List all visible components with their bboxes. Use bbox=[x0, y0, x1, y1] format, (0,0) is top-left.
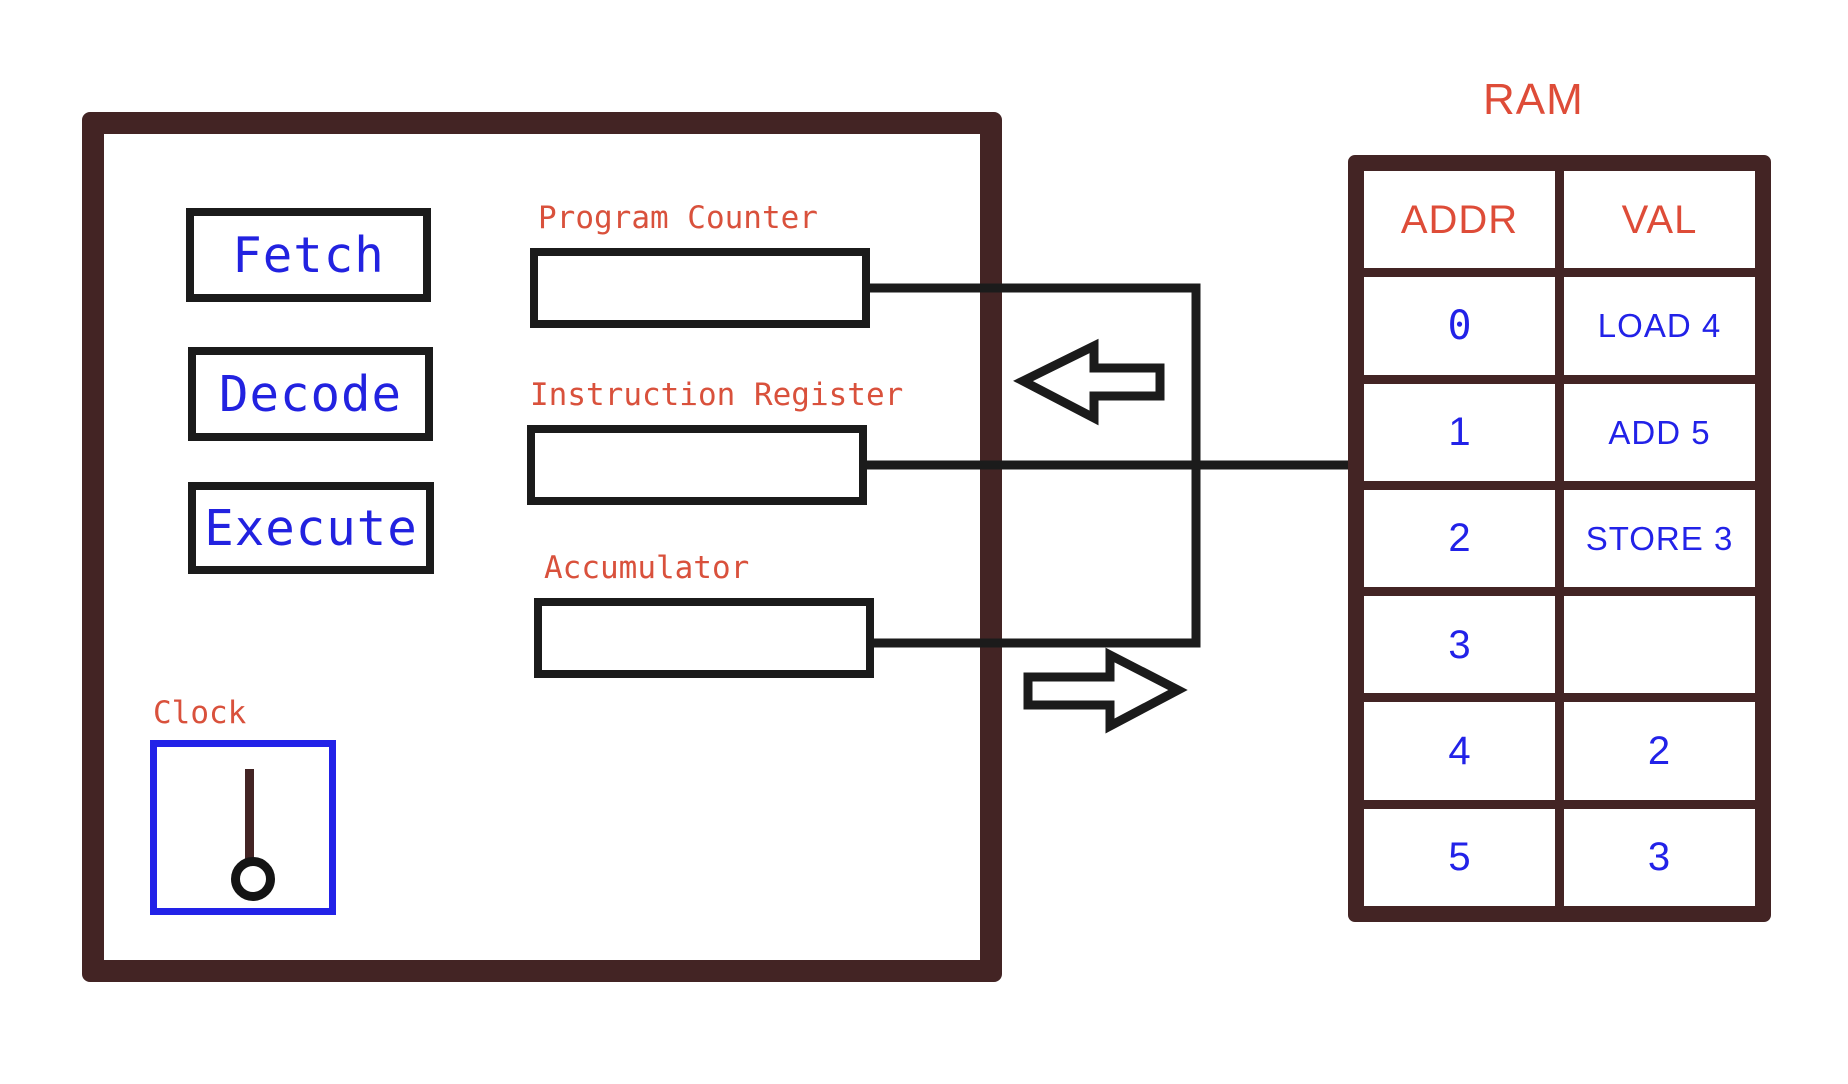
ram-header-row: ADDR VAL bbox=[1364, 171, 1755, 269]
register-box-instruction-register[interactable] bbox=[527, 425, 867, 505]
arrow-left-icon bbox=[1013, 338, 1165, 426]
register-label-program-counter: Program Counter bbox=[538, 200, 818, 236]
stage-box-fetch[interactable]: Fetch bbox=[186, 208, 431, 302]
table-row[interactable]: 4 2 bbox=[1364, 702, 1755, 800]
ram-cell-val: ADD 5 bbox=[1564, 383, 1755, 481]
ram-cell-addr: 2 bbox=[1364, 489, 1555, 588]
ram-table: ADDR VAL 0 LOAD 4 1 ADD 5 2 STORE 3 3 4 … bbox=[1348, 155, 1771, 922]
ram-title: RAM bbox=[1483, 75, 1584, 124]
ram-cell-addr: 0 bbox=[1364, 277, 1555, 375]
stage-label-fetch: Fetch bbox=[232, 226, 385, 284]
table-row[interactable]: 2 STORE 3 bbox=[1364, 489, 1755, 588]
ram-cell-val: 3 bbox=[1564, 808, 1755, 906]
stage-label-decode: Decode bbox=[218, 365, 402, 423]
ram-cell-addr: 4 bbox=[1364, 702, 1555, 800]
register-box-program-counter[interactable] bbox=[530, 248, 870, 328]
arrow-right-icon bbox=[1023, 647, 1188, 734]
ram-header-addr: ADDR bbox=[1364, 171, 1555, 269]
ram-cell-addr: 5 bbox=[1364, 808, 1555, 906]
register-box-accumulator[interactable] bbox=[534, 598, 874, 678]
stage-box-decode[interactable]: Decode bbox=[188, 347, 433, 441]
register-label-instruction-register: Instruction Register bbox=[530, 377, 904, 413]
ram-cell-addr: 1 bbox=[1364, 383, 1555, 481]
ram-cell-val bbox=[1564, 596, 1755, 694]
clock-box[interactable] bbox=[150, 740, 336, 915]
ram-cell-val: LOAD 4 bbox=[1564, 277, 1755, 375]
ram-cell-val: STORE 3 bbox=[1564, 489, 1755, 588]
clock-label: Clock bbox=[153, 695, 247, 731]
clock-pivot-icon bbox=[231, 857, 275, 901]
ram-cell-addr: 3 bbox=[1364, 596, 1555, 694]
table-row[interactable]: 3 bbox=[1364, 596, 1755, 694]
table-row[interactable]: 1 ADD 5 bbox=[1364, 383, 1755, 481]
table-row[interactable]: 0 LOAD 4 bbox=[1364, 277, 1755, 375]
stage-box-execute[interactable]: Execute bbox=[188, 482, 434, 574]
clock-hand-icon bbox=[245, 769, 254, 865]
stage-label-execute: Execute bbox=[204, 499, 418, 557]
ram-cell-val: 2 bbox=[1564, 702, 1755, 800]
ram-header-val: VAL bbox=[1564, 171, 1755, 269]
table-row[interactable]: 5 3 bbox=[1364, 808, 1755, 906]
register-label-accumulator: Accumulator bbox=[544, 550, 750, 586]
